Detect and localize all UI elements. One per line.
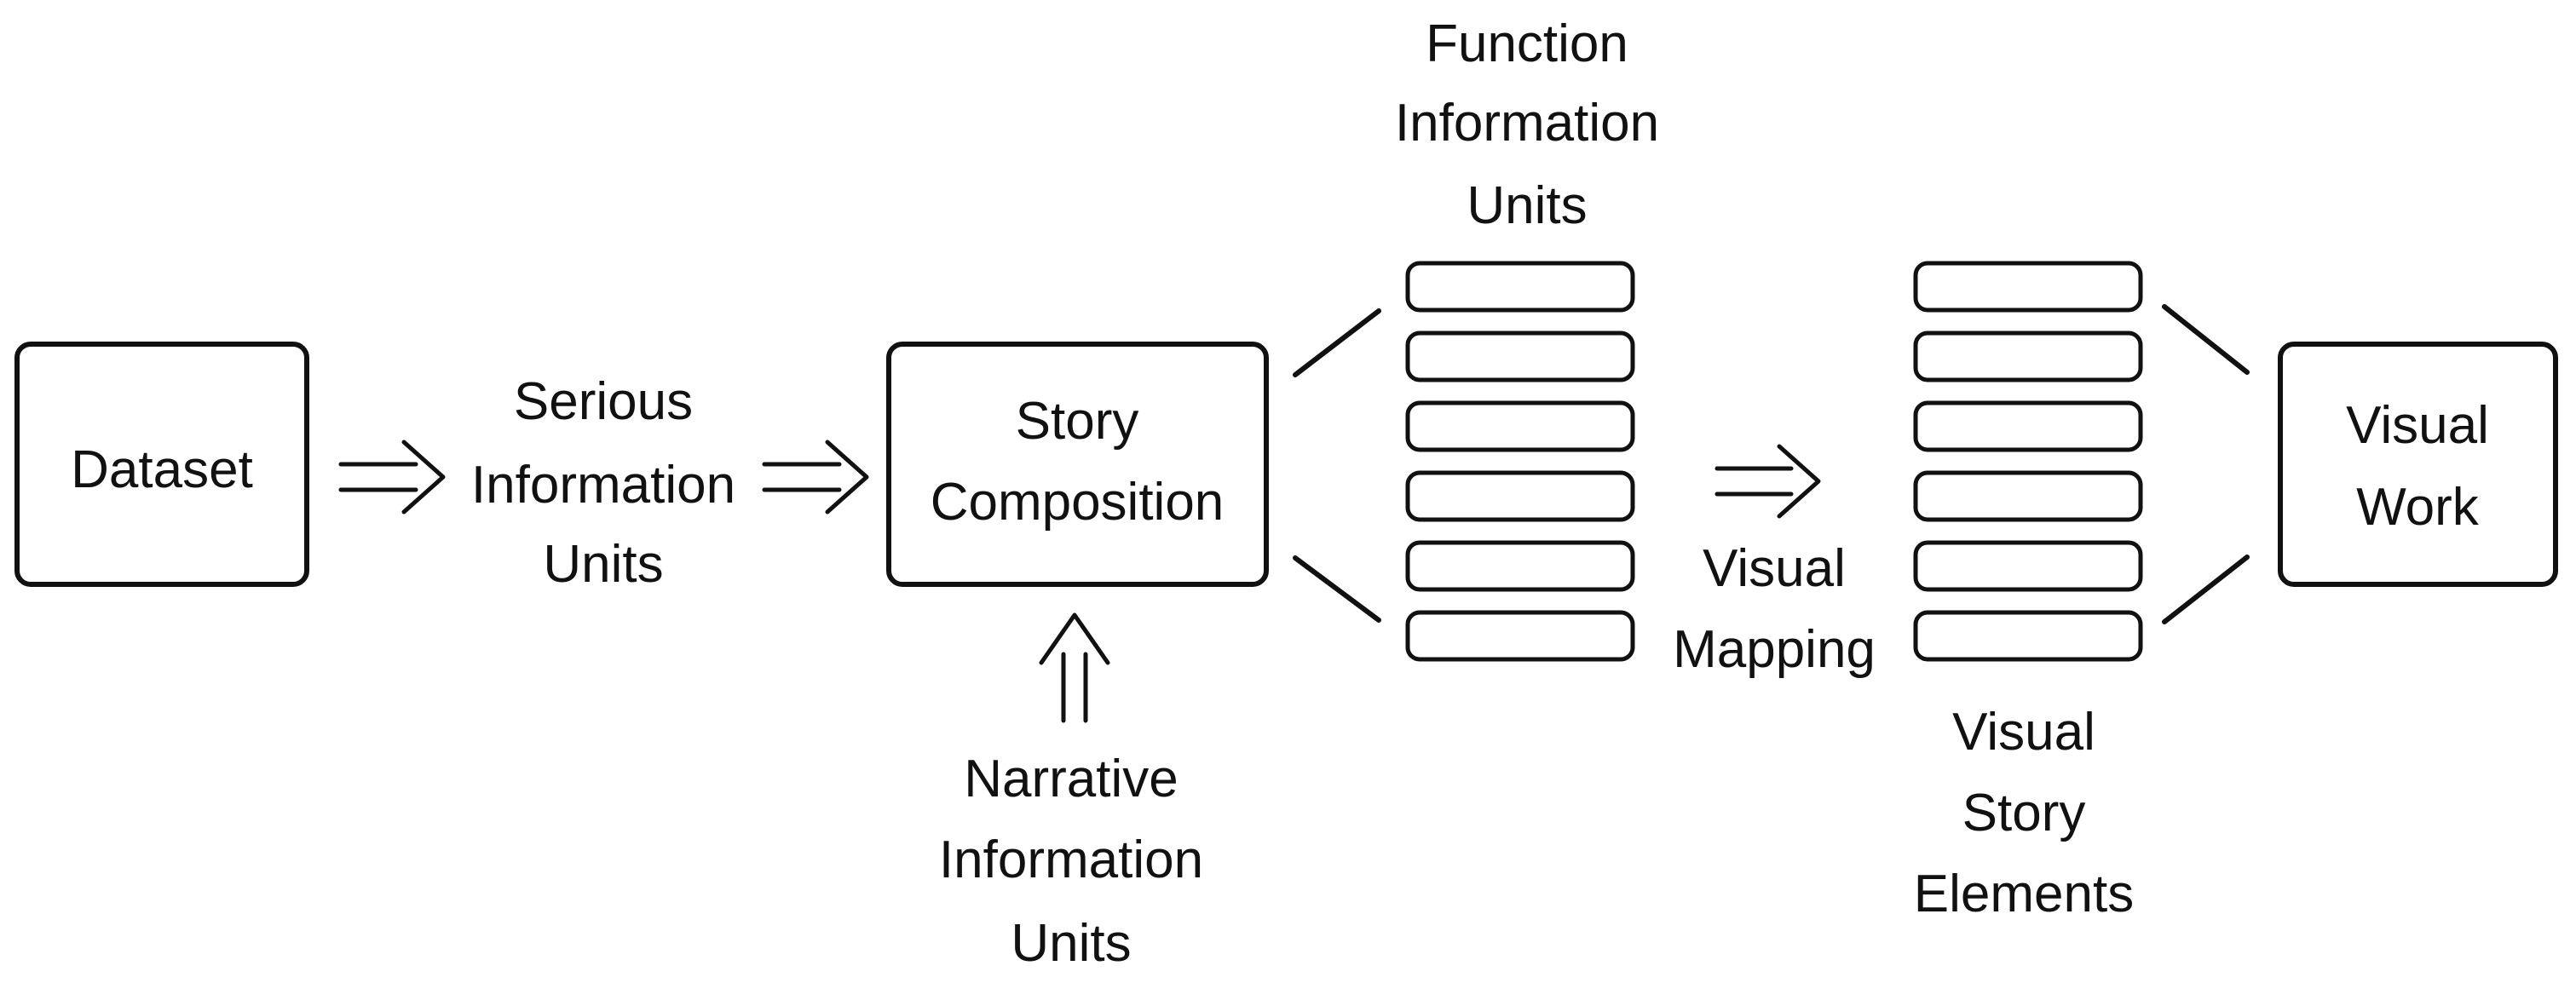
svg-text:Information: Information — [939, 831, 1203, 889]
arrow-visual-mapping — [1714, 444, 1821, 519]
visual-story-element-bar — [1913, 261, 2143, 313]
svg-text:Serious: Serious — [514, 372, 693, 431]
visual-story-element-bar — [1913, 400, 2143, 452]
visual-story-element-bar — [1913, 540, 2143, 592]
arrow-serious-to-story — [762, 440, 869, 514]
visual-story-elements-label: Visual Story Elements — [1914, 703, 2134, 923]
svg-text:Information: Information — [471, 456, 735, 514]
svg-text:Story: Story — [1962, 784, 2086, 842]
svg-text:Narrative: Narrative — [964, 750, 1179, 808]
svg-text:Units: Units — [1011, 914, 1131, 973]
svg-text:Units: Units — [1467, 176, 1587, 235]
svg-text:Visual: Visual — [1703, 539, 1846, 598]
connector-story-to-stack-top — [1293, 308, 1381, 377]
function-unit-bar — [1405, 400, 1635, 452]
connector-stack-to-visual-work-bottom — [2162, 555, 2250, 624]
svg-text:Function: Function — [1426, 14, 1628, 73]
visual-work-label-line2: Work — [2356, 478, 2480, 537]
function-unit-bar — [1405, 261, 1635, 313]
visual-story-elements-stack — [1913, 261, 2143, 662]
dataset-label: Dataset — [71, 440, 253, 499]
story-composition-label-line1: Story — [1016, 392, 1139, 451]
function-information-units-label: Function Information Units — [1395, 14, 1659, 235]
visual-work-label-line1: Visual — [2346, 396, 2489, 455]
svg-text:Information: Information — [1395, 94, 1659, 152]
arrow-narrative-to-story — [1039, 612, 1110, 723]
visual-story-element-bar — [1913, 610, 2143, 662]
function-unit-bar — [1405, 540, 1635, 592]
story-composition-label-line2: Composition — [931, 473, 1225, 532]
arrow-dataset-to-serious — [338, 440, 446, 514]
connector-stack-to-visual-work-top — [2162, 304, 2250, 375]
visual-story-element-bar — [1913, 331, 2143, 382]
narrative-information-units-label: Narrative Information Units — [939, 750, 1203, 973]
dataset-node: Dataset — [14, 342, 309, 587]
connector-story-to-stack-bottom — [1293, 555, 1381, 623]
function-information-units-stack — [1405, 261, 1635, 662]
function-unit-bar — [1405, 610, 1635, 662]
svg-text:Units: Units — [543, 535, 663, 594]
function-unit-bar — [1405, 470, 1635, 522]
svg-text:Mapping: Mapping — [1673, 620, 1876, 679]
function-unit-bar — [1405, 331, 1635, 382]
visual-mapping-label: Visual Mapping — [1673, 539, 1876, 679]
svg-text:Elements: Elements — [1914, 865, 2134, 923]
story-composition-node: Story Composition — [886, 342, 1269, 587]
visual-story-element-bar — [1913, 470, 2143, 522]
serious-information-units-label: Serious Information Units — [471, 372, 735, 594]
svg-text:Visual: Visual — [1952, 703, 2095, 762]
visual-work-node: Visual Work — [2278, 342, 2558, 587]
